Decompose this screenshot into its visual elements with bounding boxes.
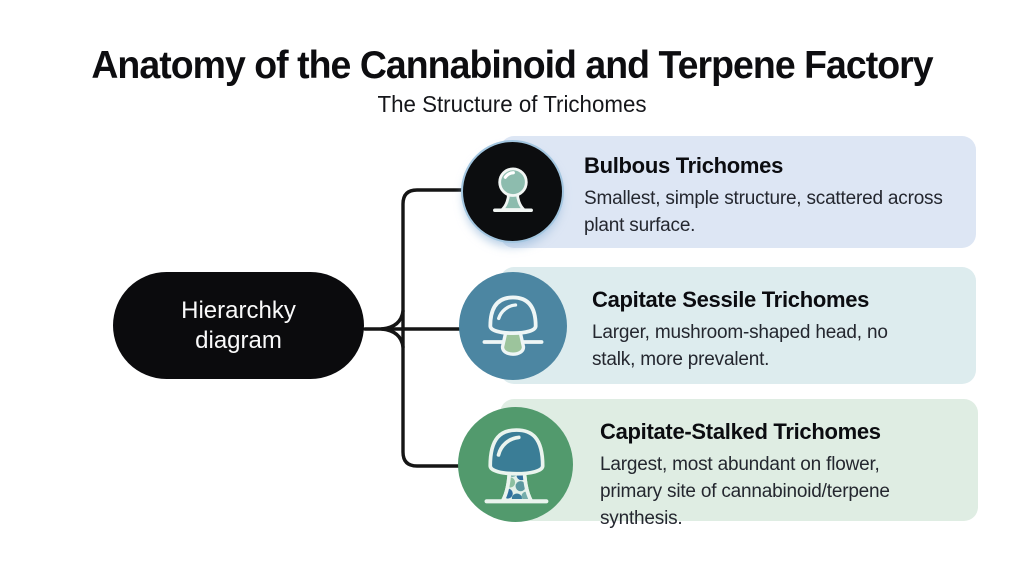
sessile-mushroom-icon (482, 295, 544, 356)
node-description: Largest, most abundant on flower, primar… (600, 454, 890, 529)
node-card-stalked: Capitate-Stalked Trichomes Largest, most… (500, 399, 978, 529)
node-card-sessile: Capitate Sessile Trichomes Larger, mushr… (500, 267, 976, 384)
root-node-pill: Hierarchky diagram (113, 272, 364, 379)
root-node-label-line2: diagram (195, 326, 282, 354)
node-title: Capitate-Stalked Trichomes (600, 419, 881, 444)
root-node-label-line1: Hierarchky (181, 296, 296, 324)
node-card-bulbous: Bulbous Trichomes Smallest, simple struc… (500, 136, 976, 248)
node-icon-circle-stalked (458, 407, 573, 522)
connector-group (363, 188, 472, 468)
page-subtitle: The Structure of Trichomes (377, 91, 647, 117)
node-title: Bulbous Trichomes (584, 153, 784, 178)
connector-brace-down (380, 327, 405, 349)
node-description: Smallest, simple structure, scattered ac… (584, 188, 943, 236)
node-card-text: Capitate Sessile Trichomes Larger, mushr… (500, 267, 937, 373)
node-description: Larger, mushroom-shaped head, no stalk, … (592, 322, 888, 370)
bulbous-trichome-icon (492, 167, 533, 212)
page-title: Anatomy of the Cannabinoid and Terpene F… (91, 44, 933, 87)
node-card-text: Capitate-Stalked Trichomes Largest, most… (500, 399, 915, 532)
connector-brace-up (380, 309, 405, 331)
node-card-text: Bulbous Trichomes Smallest, simple struc… (500, 136, 966, 239)
node-icon-circle-bulbous (461, 140, 564, 243)
connector-branch-trunk (401, 188, 468, 468)
stalked-mushroom-icon (483, 427, 548, 503)
node-icon-circle-sessile (459, 272, 567, 380)
node-title: Capitate Sessile Trichomes (592, 287, 870, 312)
